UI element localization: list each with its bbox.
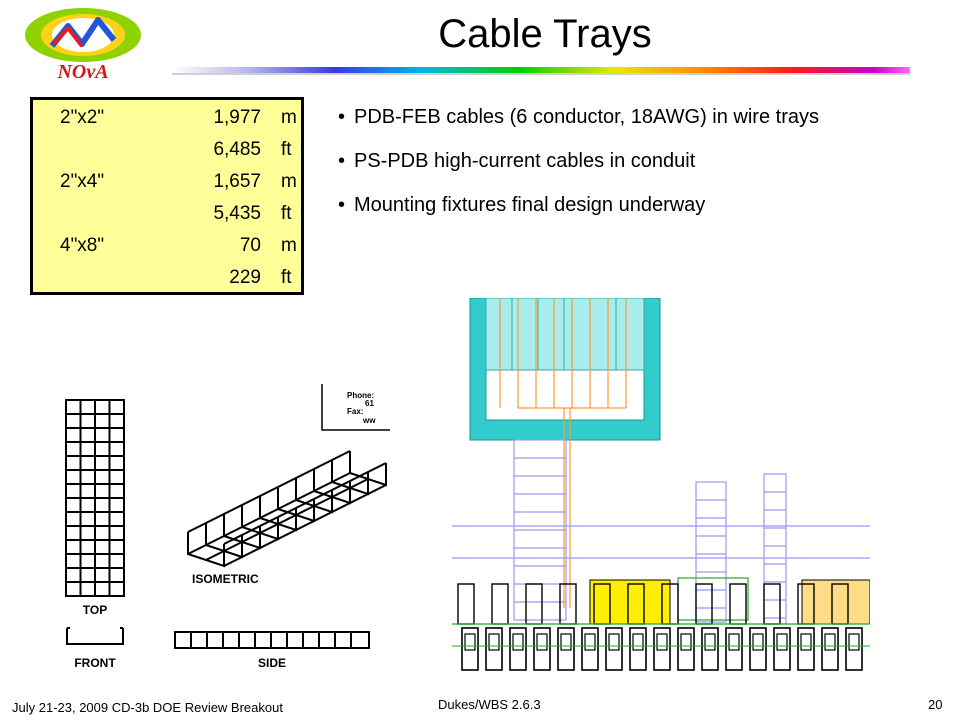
table-row: 5,435 ft bbox=[33, 198, 301, 230]
tray-length-table: 2"x2" 1,977 m 6,485 ft 2"x4" 1,657 m 5,4… bbox=[30, 97, 304, 295]
bullet-item: Mounting fixtures final design underway bbox=[338, 188, 938, 232]
footer-date: July 21-23, 2009 CD-3b DOE Review Breako… bbox=[12, 700, 283, 715]
tray-unit: m bbox=[281, 171, 297, 192]
phone-label: Phone: bbox=[347, 391, 374, 400]
tray-size: 2"x2" bbox=[60, 107, 105, 128]
cad-elements bbox=[452, 298, 870, 671]
wire-tray-drawing: TOP FRONT SIDE ISOMETRIC Phone: 61 Fax: … bbox=[65, 384, 390, 670]
logo-wordmark: NOvA bbox=[56, 61, 108, 83]
tray-side-view bbox=[174, 631, 370, 649]
web-label: ww bbox=[362, 416, 376, 425]
bullet-item: PDB-FEB cables (6 conductor, 18AWG) in w… bbox=[338, 100, 938, 144]
tray-size: 2"x4" bbox=[60, 171, 105, 192]
title-block-fragment: Phone: 61 Fax: ww bbox=[321, 384, 390, 431]
tray-size: 4"x8" bbox=[60, 235, 105, 256]
tray-unit: m bbox=[281, 107, 297, 128]
bullet-item: PS-PDB high-current cables in conduit bbox=[338, 144, 938, 188]
tray-unit: ft bbox=[281, 139, 292, 160]
footer-wbs: Dukes/WBS 2.6.3 bbox=[438, 697, 541, 712]
title-rule bbox=[172, 67, 910, 73]
tray-unit: m bbox=[281, 235, 297, 256]
tray-length: 229 bbox=[229, 267, 261, 288]
slide-title: Cable Trays bbox=[438, 12, 652, 56]
tray-length: 5,435 bbox=[213, 203, 261, 224]
table-row: 6,485 ft bbox=[33, 134, 301, 166]
page-number: 20 bbox=[928, 697, 943, 712]
tray-length: 70 bbox=[239, 235, 261, 256]
table-row: 229 ft bbox=[33, 262, 301, 294]
tray-front-view bbox=[66, 628, 124, 645]
tray-length: 1,977 bbox=[213, 107, 261, 128]
label-top: TOP bbox=[83, 603, 107, 617]
bullet-list: PDB-FEB cables (6 conductor, 18AWG) in w… bbox=[338, 100, 938, 232]
title-rule-shadow bbox=[172, 73, 910, 75]
cad-layout-drawing bbox=[452, 298, 870, 671]
tray-isometric-view bbox=[187, 450, 387, 568]
tray-unit: ft bbox=[281, 267, 292, 288]
tray-length: 1,657 bbox=[213, 171, 261, 192]
table-row: 2"x4" 1,657 m bbox=[33, 166, 301, 198]
label-side: SIDE bbox=[258, 656, 286, 670]
table-row: 2"x2" 1,977 m bbox=[33, 102, 301, 134]
fax-label: Fax: bbox=[347, 407, 363, 416]
tray-top-view bbox=[65, 399, 125, 597]
label-front: FRONT bbox=[74, 656, 116, 670]
label-isometric: ISOMETRIC bbox=[192, 572, 259, 586]
table-row: 4"x8" 70 m bbox=[33, 230, 301, 262]
nova-logo: NOvA bbox=[25, 8, 141, 83]
tray-unit: ft bbox=[281, 203, 292, 224]
phone-number: 61 bbox=[365, 399, 374, 408]
tray-length: 6,485 bbox=[213, 139, 261, 160]
